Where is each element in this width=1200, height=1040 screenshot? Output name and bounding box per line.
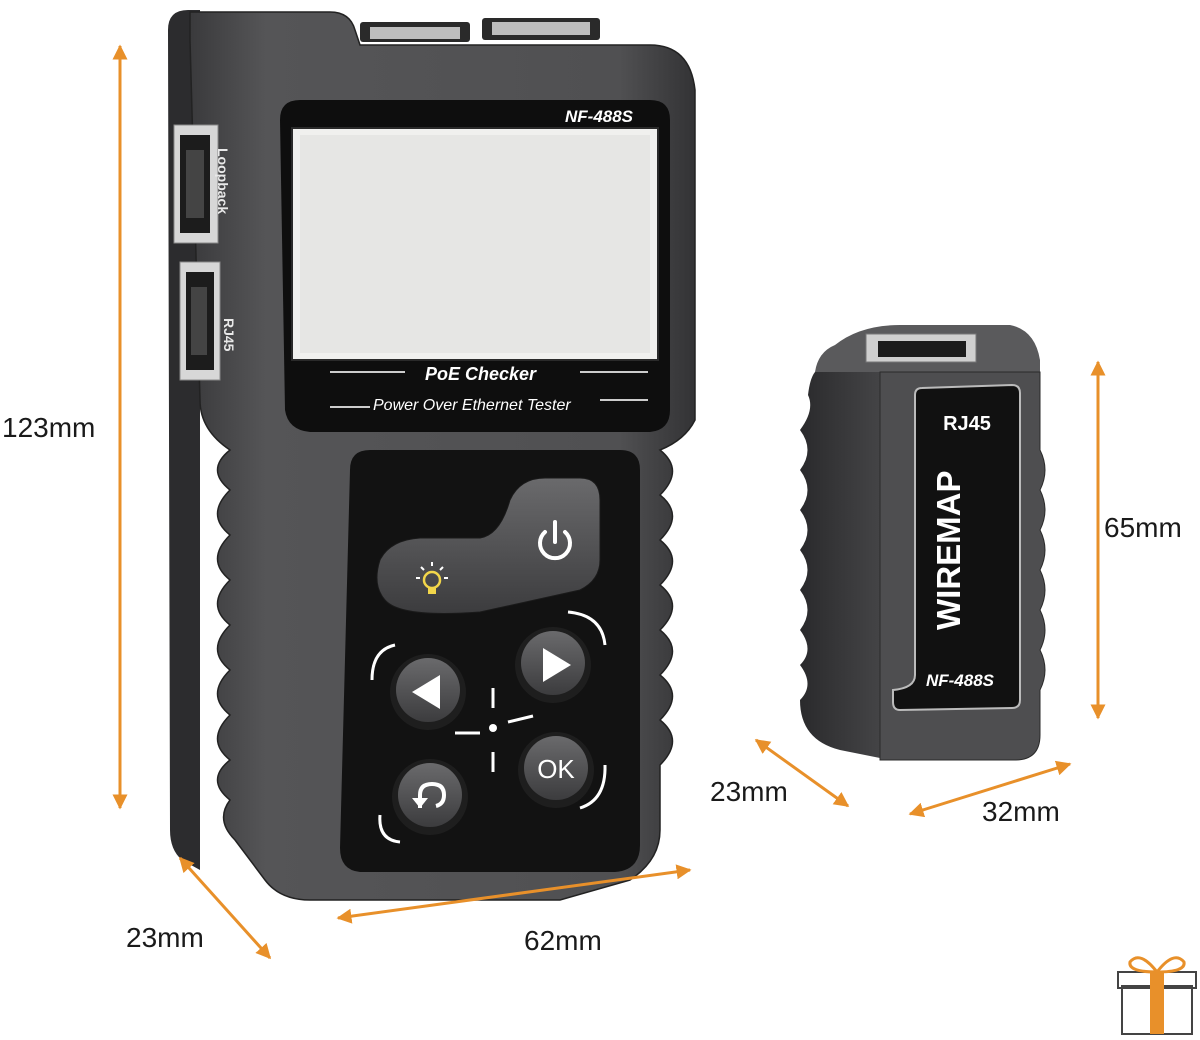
remote-label-panel: [892, 383, 1021, 712]
tester-width-label: 62mm: [524, 925, 602, 956]
remote-wiremap-label: WIREMAP: [930, 471, 967, 631]
tester-depth-label: 23mm: [126, 922, 204, 953]
loopback-label: Loopback: [215, 148, 231, 214]
remote-height-label: 65mm: [1104, 512, 1182, 543]
remote-rj45-label: RJ45: [943, 413, 991, 435]
right-button[interactable]: [515, 627, 591, 703]
corner-arc: [378, 814, 401, 844]
gift-icon: [1117, 956, 1197, 1035]
left-arrow-icon[interactable]: [412, 675, 440, 709]
corner-arc: [579, 764, 607, 810]
product-line2: Power Over Ethernet Tester: [373, 397, 571, 414]
bulb-icon[interactable]: [416, 562, 448, 594]
power-light-button[interactable]: [376, 477, 601, 614]
left-button[interactable]: [390, 654, 466, 730]
ok-label[interactable]: OK: [537, 754, 575, 784]
tester-device: Loopback RJ45 NF-488S PoE Checker Power …: [168, 10, 696, 901]
remote-depth-arrow: [754, 738, 850, 808]
remote-width-label: 32mm: [982, 796, 1060, 827]
center-crosshair: [455, 688, 534, 772]
tester-height-label: 123mm: [2, 412, 96, 443]
rj45-side-label: RJ45: [221, 318, 237, 352]
remote-model-label: NF-488S: [926, 671, 995, 690]
model-label: NF-488S: [565, 107, 634, 126]
ok-button[interactable]: OK: [518, 732, 594, 808]
remote-unit: RJ45 WIREMAP NF-488S: [800, 325, 1046, 761]
lcd-screen-inner: [300, 135, 650, 353]
side-port-rj45: [179, 261, 221, 381]
remote-width-arrow: [908, 760, 1072, 818]
top-ports: [360, 18, 600, 42]
corner-arc: [567, 610, 607, 646]
power-icon[interactable]: [538, 520, 572, 561]
dimension-arrows: [112, 44, 1106, 960]
product-line1: PoE Checker: [425, 364, 537, 384]
return-icon[interactable]: [412, 781, 447, 808]
remote-side: [800, 372, 880, 758]
tester-width-arrow: [336, 864, 692, 924]
corner-arc: [370, 643, 396, 681]
side-port-loopback: [173, 124, 219, 244]
remote-depth-label: 23mm: [710, 776, 788, 807]
tester-depth-arrow: [178, 856, 272, 960]
right-arrow-icon[interactable]: [543, 648, 571, 682]
back-button[interactable]: [392, 759, 468, 835]
